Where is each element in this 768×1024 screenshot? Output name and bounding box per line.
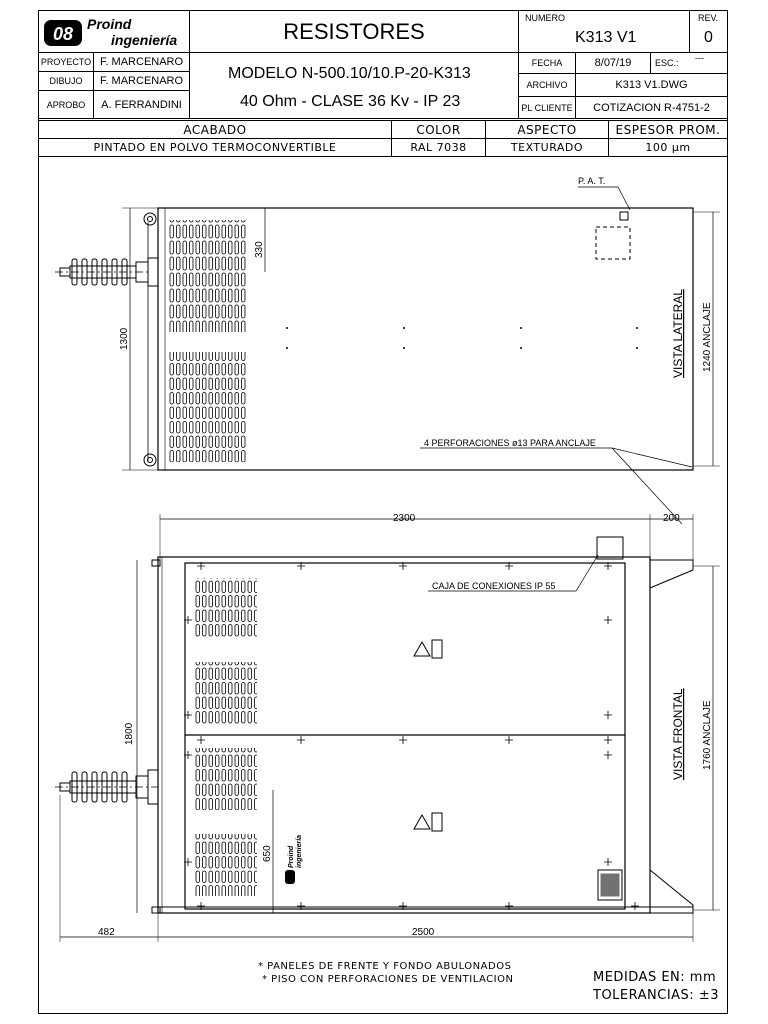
dim-650: 650 [262, 845, 273, 862]
panel-logo-line1: Proind [288, 845, 295, 868]
proind-logo-icon: 08 [44, 20, 82, 46]
dim-1800: 1800 [124, 722, 135, 745]
dim-2300: 2300 [393, 513, 416, 524]
rev-label: REV. [698, 13, 719, 23]
dim-1240: 1240 ANCLAJE [702, 302, 713, 372]
numero-label: NUMERO [525, 13, 565, 23]
esc-label: ESC.: [655, 58, 679, 68]
numero-value: K313 V1 [575, 29, 637, 46]
model-box: MODELO N-500.10/10.P-20-K313 40 Ohm - CL… [189, 52, 519, 119]
model-line1: MODELO N-500.10/10.P-20-K313 [228, 65, 471, 82]
pl-cliente-value: COTIZACION R-4751-2 [575, 96, 728, 119]
svg-text:08: 08 [53, 24, 73, 44]
panel-logo-line2: ingeniería [296, 835, 303, 868]
dim-1300: 1300 [119, 327, 130, 350]
perforaciones-note: 4 PERFORACIONES ø13 PARA ANCLAJE [424, 438, 596, 448]
panel-logo: Proind ingeniería [285, 835, 303, 884]
warning-sign-icon [413, 639, 443, 832]
logo-line1: Proind [87, 16, 132, 32]
units-tolerancias: TOLERANCIAS: ±3 [593, 988, 719, 1003]
insulator-front [55, 769, 159, 805]
rev-value: 0 [704, 29, 713, 46]
logo-line2: ingeniería [111, 32, 178, 48]
dim-2500: 2500 [412, 927, 435, 938]
vista-lateral-label: VISTA LATERAL [671, 289, 685, 378]
value-espesor: 100 µm [608, 138, 728, 157]
pat-label: P. A. T. [578, 176, 605, 186]
note-2: * PISO CON PERFORACIONES DE VENTILACION [262, 974, 514, 985]
note-1: * PANELES DE FRENTE Y FONDO ABULONADOS [258, 961, 512, 972]
vista-lateral-view [55, 186, 720, 525]
vista-frontal-view [55, 514, 720, 942]
dim-1760: 1760 ANCLAJE [702, 700, 713, 770]
model-line2: 40 Ohm - CLASE 36 Kv - IP 23 [240, 93, 461, 110]
vista-frontal-label: VISTA FRONTAL [671, 688, 685, 780]
dim-482: 482 [98, 927, 115, 938]
insulator-top [55, 257, 159, 287]
units-medidas: MEDIDAS EN: mm [593, 970, 717, 985]
dim-200: 200 [663, 513, 680, 524]
esc-value: --- [695, 53, 704, 63]
dim-330: 330 [254, 241, 265, 258]
caja-note: CAJA DE CONEXIONES IP 55 [432, 581, 555, 591]
